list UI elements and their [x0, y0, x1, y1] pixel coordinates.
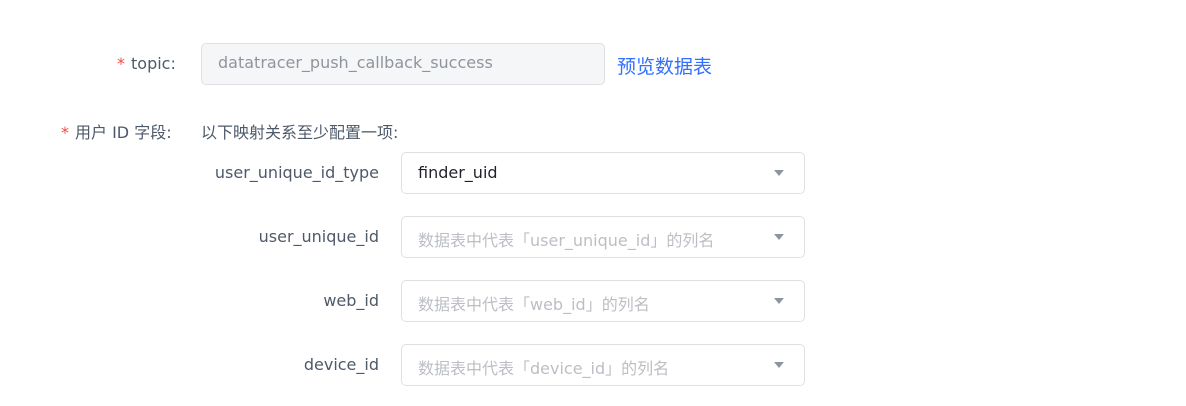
topic-label-text: topic: — [131, 54, 176, 73]
topic-label: * topic: — [117, 54, 176, 73]
user-unique-id-select[interactable]: 数据表中代表「user_unique_id」的列名 — [401, 216, 805, 258]
user-unique-id-type-select[interactable]: finder_uid — [401, 152, 805, 194]
device-id-select[interactable]: 数据表中代表「device_id」的列名 — [401, 344, 805, 386]
select-placeholder: 数据表中代表「web_id」的列名 — [418, 295, 650, 314]
web-id-select[interactable]: 数据表中代表「web_id」的列名 — [401, 280, 805, 322]
select-placeholder: 数据表中代表「user_unique_id」的列名 — [418, 231, 715, 250]
mapping-hint: 以下映射关系至少配置一项: — [201, 123, 399, 142]
select-value: finder_uid — [418, 163, 498, 182]
user-id-field-label-text: 用户 ID 字段: — [75, 123, 172, 142]
caret-down-icon — [774, 298, 784, 304]
caret-down-icon — [774, 362, 784, 368]
mapping-label-device-id: device_id — [303, 355, 379, 374]
caret-down-icon — [774, 170, 784, 176]
user-id-field-label: * 用户 ID 字段: — [61, 119, 172, 143]
mapping-label-user-unique-id: user_unique_id — [258, 227, 379, 246]
required-mark: * — [61, 123, 69, 142]
required-mark: * — [117, 54, 125, 73]
mapping-label-web-id: web_id — [323, 291, 379, 310]
preview-table-link[interactable]: 预览数据表 — [617, 56, 713, 78]
caret-down-icon — [774, 234, 784, 240]
select-placeholder: 数据表中代表「device_id」的列名 — [418, 359, 670, 378]
mapping-label-user-unique-id-type: user_unique_id_type — [214, 163, 379, 182]
topic-value: datatracer_push_callback_success — [218, 53, 493, 72]
topic-input[interactable]: datatracer_push_callback_success — [201, 43, 605, 85]
